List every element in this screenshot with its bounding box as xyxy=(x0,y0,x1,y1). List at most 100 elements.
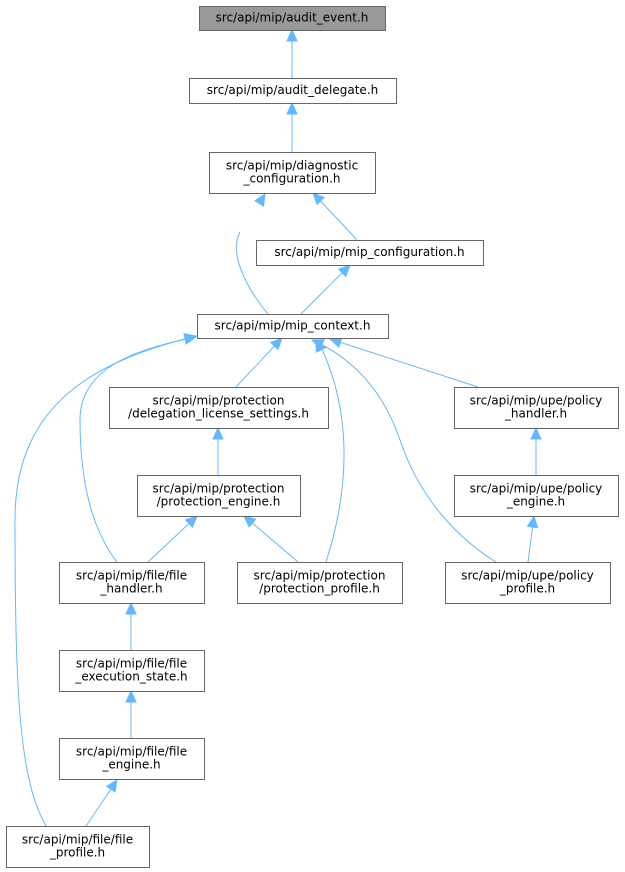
node-box xyxy=(189,78,397,104)
node-label: src/api/mip/audit_delegate.h xyxy=(207,83,378,97)
node-label: src/api/mip/upe/policy xyxy=(461,569,594,583)
node-label: /protection_engine.h xyxy=(157,495,281,509)
node-box xyxy=(6,826,150,868)
edge-arrowhead xyxy=(269,337,283,351)
edge-policy_engine-to-policy_handler xyxy=(530,426,542,475)
edge-mip_configuration-to-diagnostic_configuration xyxy=(312,192,358,241)
edge-arrowhead xyxy=(125,601,137,615)
edge-line xyxy=(319,344,345,563)
node-label: src/api/mip/file/file xyxy=(76,569,187,583)
edge-file_engine-to-file_execution_state xyxy=(125,689,137,738)
node-policy-handler[interactable]: src/api/mip/upe/policy_handler.h xyxy=(454,387,619,429)
edge-arrowhead xyxy=(286,101,298,115)
edge-arrowhead xyxy=(312,192,326,206)
node-diagnostic-configuration[interactable]: src/api/mip/diagnostic_configuration.h xyxy=(209,152,376,194)
node-label: _engine.h xyxy=(101,758,160,772)
edge-line xyxy=(235,345,275,388)
node-label: src/api/mip/protection xyxy=(254,569,386,583)
node-audit-delegate[interactable]: src/api/mip/audit_delegate.h xyxy=(189,78,397,104)
node-policy-engine[interactable]: src/api/mip/upe/policy_engine.h xyxy=(454,475,619,517)
node-box xyxy=(454,387,619,429)
edge-line xyxy=(300,272,343,315)
node-box xyxy=(209,152,376,194)
node-protection-profile[interactable]: src/api/mip/protection/protection_profil… xyxy=(237,562,403,604)
edge-file_profile-to-file_engine xyxy=(85,779,118,827)
node-file-execution-state[interactable]: src/api/mip/file/file_execution_state.h xyxy=(59,650,205,692)
edge-audit_delegate-to-audit_event xyxy=(286,28,298,78)
edge-line xyxy=(340,341,479,388)
node-box xyxy=(454,475,619,517)
edge-arrowhead xyxy=(254,192,266,207)
node-label: src/api/mip/protection xyxy=(153,394,285,408)
edge-diagnostic_configuration-to-audit_delegate xyxy=(286,101,298,152)
node-label: src/api/mip/mip_context.h xyxy=(215,319,371,333)
node-delegation-license-settings[interactable]: src/api/mip/protection/delegation_licens… xyxy=(109,387,329,429)
edge-line xyxy=(527,526,534,563)
edge-file_execution_state-to-file_handler xyxy=(125,601,137,650)
edge-protection_profile-to-protection_engine xyxy=(243,515,299,563)
node-box xyxy=(199,6,386,31)
edge-line xyxy=(14,335,197,827)
edges-layer xyxy=(14,28,542,827)
edge-arrowhead xyxy=(125,689,137,703)
node-box xyxy=(137,475,301,517)
node-label: src/api/mip/protection xyxy=(153,482,285,496)
edge-delegation_license_settings-to-mip_context xyxy=(235,337,283,388)
node-mip-context[interactable]: src/api/mip/mip_context.h xyxy=(197,314,389,339)
edge-line xyxy=(235,231,269,315)
node-file-engine[interactable]: src/api/mip/file/file_engine.h xyxy=(59,738,205,780)
node-box xyxy=(59,562,205,604)
edge-line xyxy=(252,522,299,563)
edge-arrowhead xyxy=(184,515,198,529)
node-box xyxy=(197,314,389,339)
edge-protection_engine-to-delegation_license_settings xyxy=(212,426,224,475)
edge-file_profile-to-mip_context xyxy=(14,333,198,827)
edge-arrowhead xyxy=(183,333,198,345)
node-label: _handler.h xyxy=(504,407,567,421)
edge-arrowhead xyxy=(243,515,257,528)
node-label: /protection_profile.h xyxy=(259,582,380,596)
node-label: src/api/mip/file/file xyxy=(76,657,187,671)
node-label: src/api/mip/file/file xyxy=(76,745,187,759)
edge-mip_context-to-diagnostic_configuration xyxy=(235,192,269,315)
edge-file_handler-to-protection_engine xyxy=(147,515,198,563)
node-mip-configuration[interactable]: src/api/mip/mip_configuration.h xyxy=(256,240,484,266)
node-label: _profile.h xyxy=(49,846,105,860)
edge-line xyxy=(311,339,497,563)
edge-line xyxy=(79,336,197,563)
node-box xyxy=(59,650,205,692)
node-label: _profile.h xyxy=(499,582,555,596)
node-policy-profile[interactable]: src/api/mip/upe/policy_profile.h xyxy=(445,562,611,604)
edge-protection_profile-to-mip_context xyxy=(315,338,345,563)
edge-policy_handler-to-mip_context xyxy=(328,337,479,388)
edge-arrowhead xyxy=(105,779,118,793)
node-file-handler[interactable]: src/api/mip/file/file_handler.h xyxy=(59,562,205,604)
node-box xyxy=(256,240,484,266)
nodes-layer: src/api/mip/audit_event.h src/api/mip/aud… xyxy=(6,6,619,868)
edge-arrowhead xyxy=(337,264,351,278)
node-label: _execution_state.h xyxy=(74,670,187,684)
node-label: /delegation_license_settings.h xyxy=(128,407,309,421)
node-label: _configuration.h xyxy=(242,172,340,186)
node-box xyxy=(237,562,403,604)
edge-line xyxy=(147,523,190,563)
edge-arrowhead xyxy=(530,426,542,440)
node-label: src/api/mip/diagnostic xyxy=(226,159,358,173)
edge-mip_context-to-mip_configuration xyxy=(300,264,351,315)
edge-arrowhead xyxy=(286,28,298,42)
node-protection-engine[interactable]: src/api/mip/protection/protection_engine… xyxy=(137,475,301,517)
node-label: _handler.h xyxy=(99,582,162,596)
node-box xyxy=(445,562,611,604)
node-label: src/api/mip/mip_configuration.h xyxy=(274,245,464,259)
node-label: _engine.h xyxy=(506,495,565,509)
edge-policy_profile-to-policy_engine xyxy=(526,514,539,563)
node-label: src/api/mip/upe/policy xyxy=(470,482,603,496)
node-box xyxy=(109,387,329,429)
node-file-profile[interactable]: src/api/mip/file/file_profile.h xyxy=(6,826,150,868)
edge-arrowhead xyxy=(328,337,343,348)
edge-file_handler-to-mip_context xyxy=(79,333,198,563)
edge-arrowhead xyxy=(526,514,539,529)
edge-line xyxy=(85,788,112,827)
node-audit-event[interactable]: src/api/mip/audit_event.h xyxy=(199,6,386,31)
